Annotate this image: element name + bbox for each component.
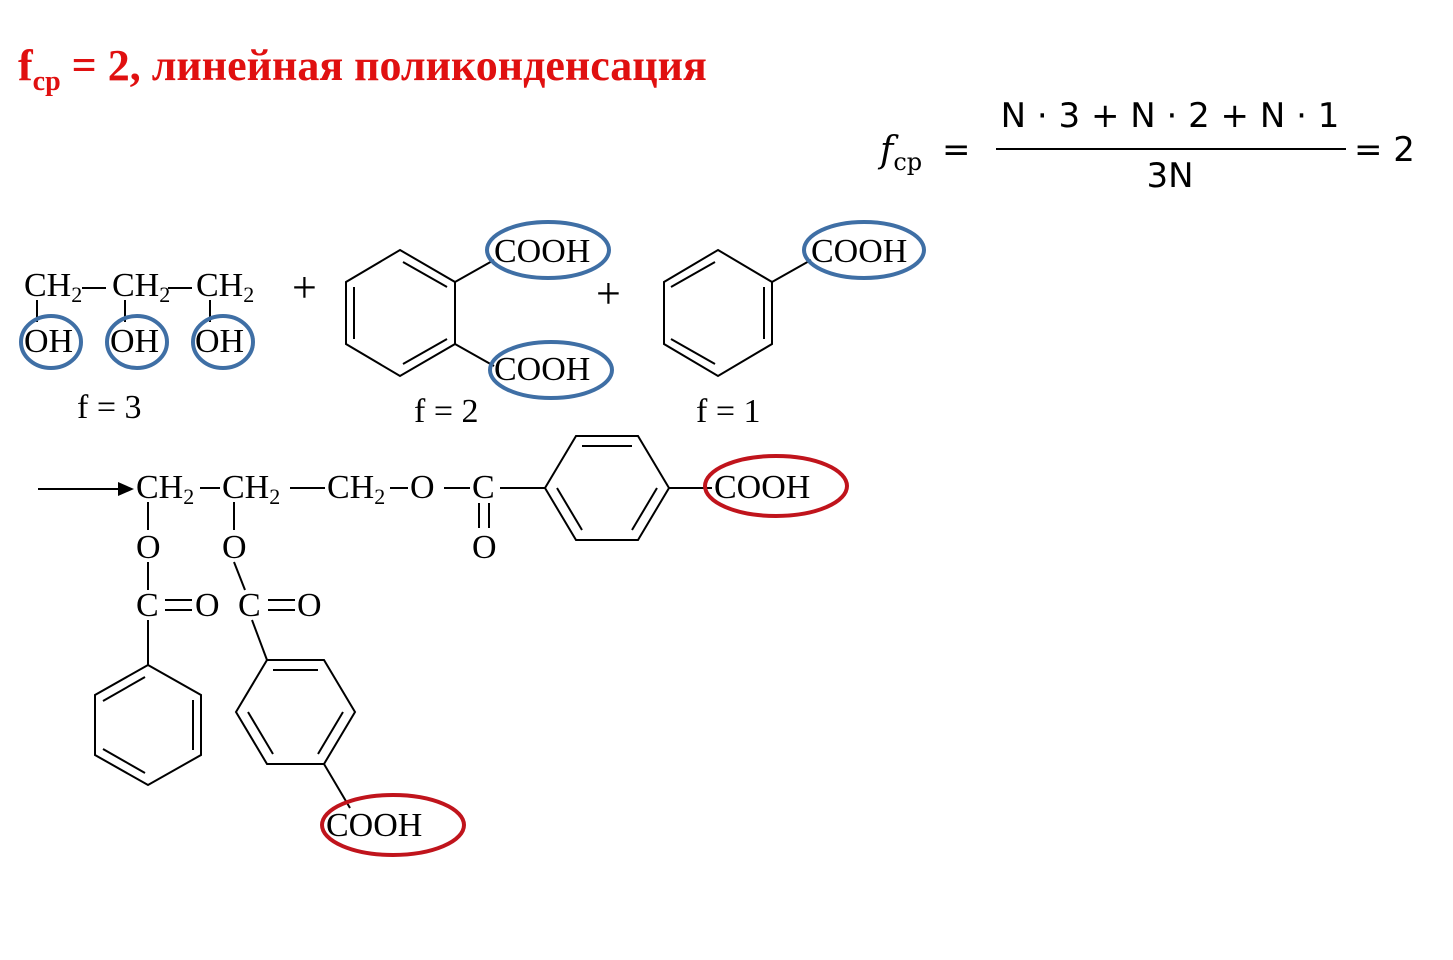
cooh-highlight-benzoic <box>802 220 926 280</box>
product-carbonyl-o-left: O <box>195 587 220 624</box>
glycerol-oh-2: OH <box>110 323 159 360</box>
oh-highlight-1 <box>19 314 83 370</box>
plus-sign-1: + <box>292 263 317 312</box>
product-ch2-1: CH2 <box>136 469 194 509</box>
product-carbonyl-o: O <box>472 529 497 566</box>
benzoic-functionality: f = 1 <box>696 393 761 430</box>
phthalic-cooh-top: COOH <box>494 233 590 270</box>
formula-denominator: 3N <box>1146 156 1194 196</box>
product-carbonyl-left: C <box>136 587 159 624</box>
glycerol-oh-1: OH <box>24 323 73 360</box>
product-ch2-3: CH2 <box>327 469 385 509</box>
formula-result: = 2 <box>1354 130 1415 170</box>
benzoic-cooh: COOH <box>811 233 907 270</box>
product-cooh-bottom: COOH <box>326 807 422 844</box>
product-cooh-right: COOH <box>714 469 810 506</box>
glycerol-functionality: f = 3 <box>77 389 142 426</box>
formula-equals: = <box>942 130 971 170</box>
product-carbonyl-o-mid: O <box>297 587 322 624</box>
product-ester-o-mid: O <box>222 529 247 566</box>
formula-numerator: N · 3 + N · 2 + N · 1 <box>1000 96 1340 136</box>
glycerol-oh-3: OH <box>195 323 244 360</box>
cooh-highlight-phthalic-top <box>485 220 611 280</box>
product-carbonyl-mid: C <box>238 587 261 624</box>
cooh-highlight-product-right <box>703 454 849 518</box>
product-ch2-2: CH2 <box>222 469 280 509</box>
formula-lhs: fср <box>880 130 923 177</box>
cooh-highlight-phthalic-bottom <box>488 340 614 400</box>
oh-highlight-3 <box>191 314 255 370</box>
plus-sign-2: + <box>596 269 621 318</box>
glycerol-ch2-3: CH2 <box>196 267 254 307</box>
product-ester-o: O <box>410 469 435 506</box>
phthalic-functionality: f = 2 <box>414 393 479 430</box>
average-functionality-formula: fср = N · 3 + N · 2 + N · 1 3N = 2 <box>880 92 1440 202</box>
cooh-highlight-product-bottom <box>320 793 466 857</box>
slide-title: fср = 2, линейная поликонденсация <box>18 41 707 97</box>
product-carbonyl-c: C <box>472 469 495 506</box>
phthalic-cooh-bottom: COOH <box>494 351 590 388</box>
glycerol-ch2-2: CH2 <box>112 267 170 307</box>
product-ester-o-left: O <box>136 529 161 566</box>
oh-highlight-2 <box>105 314 169 370</box>
glycerol-ch2-1: CH2 <box>24 267 82 307</box>
fraction-bar <box>996 148 1346 150</box>
arrow-head <box>118 482 134 496</box>
